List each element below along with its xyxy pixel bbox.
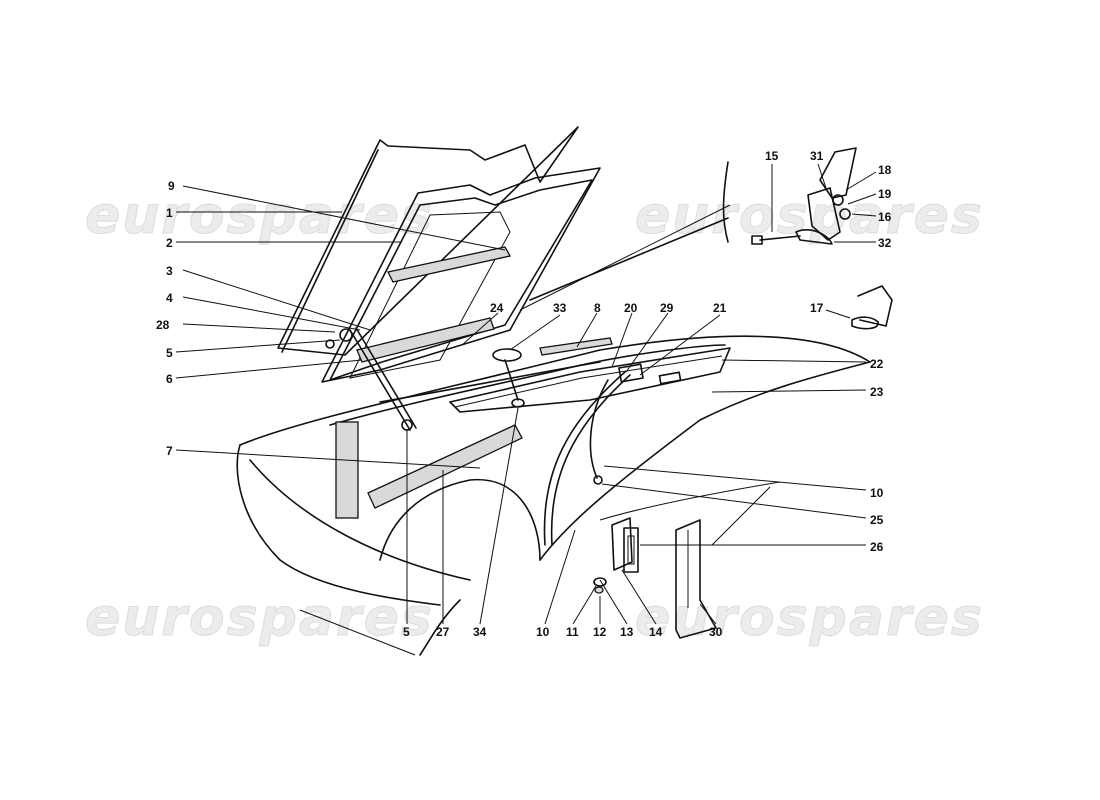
- callout-24: 24: [490, 301, 504, 315]
- callout-20: 20: [624, 301, 638, 315]
- lid-strut: [325, 327, 417, 431]
- callout-labels: 9 1 2 3 4 28 5 6 7 24 33 8 20 29 21 22 2…: [156, 149, 892, 639]
- hook-17: [851, 285, 893, 330]
- bracket-30: [675, 519, 717, 639]
- callout-12: 12: [593, 625, 607, 639]
- callout-16: 16: [878, 210, 892, 224]
- callout-18: 18: [878, 163, 892, 177]
- callout-4: 4: [166, 291, 173, 305]
- leader-lines: [175, 163, 877, 625]
- callout-8: 8: [594, 301, 601, 315]
- bay-frame: [449, 337, 731, 413]
- callout-2: 2: [166, 236, 173, 250]
- callout-11: 11: [566, 625, 579, 639]
- callout-32: 32: [878, 236, 892, 250]
- callout-3: 3: [166, 264, 173, 278]
- callout-17: 17: [810, 301, 824, 315]
- watermark-group: eurospares eurospares eurospares eurospa…: [85, 186, 984, 649]
- hinge-detail: [519, 147, 857, 311]
- latch-assembly: [593, 517, 717, 639]
- callout-5-upper: 5: [166, 346, 173, 360]
- lid-seal-lower: [356, 317, 495, 363]
- callout-28: 28: [156, 318, 170, 332]
- callout-1: 1: [166, 206, 173, 220]
- watermark-bottom-right: eurospares: [635, 588, 984, 648]
- foam-strips: [335, 421, 523, 519]
- callout-21: 21: [713, 301, 727, 315]
- callout-26: 26: [870, 540, 884, 554]
- callout-10-bottom: 10: [536, 625, 550, 639]
- car-body: [236, 335, 871, 656]
- callout-23: 23: [870, 385, 884, 399]
- watermark-bottom-left: eurospares: [85, 588, 434, 648]
- callout-9: 9: [168, 179, 175, 193]
- callout-25: 25: [870, 513, 884, 527]
- watermark-top-left: eurospares: [85, 186, 434, 246]
- callout-13: 13: [620, 625, 634, 639]
- callout-27: 27: [436, 625, 450, 639]
- release-cable: [543, 371, 631, 546]
- callout-22: 22: [870, 357, 884, 371]
- callout-34: 34: [473, 625, 487, 639]
- callout-19: 19: [878, 187, 892, 201]
- callout-5-lower: 5: [403, 625, 410, 639]
- callout-15: 15: [765, 149, 779, 163]
- callout-7: 7: [166, 444, 173, 458]
- foam-strip-7: [335, 421, 359, 519]
- callout-31: 31: [810, 149, 824, 163]
- callout-10-right: 10: [870, 486, 884, 500]
- callout-29: 29: [660, 301, 674, 315]
- callout-30: 30: [709, 625, 723, 639]
- lid-seal-upper: [387, 246, 511, 283]
- callout-14: 14: [649, 625, 663, 639]
- prop-rod: [492, 348, 525, 408]
- seal-8: [539, 337, 613, 356]
- foam-strip-27: [367, 424, 523, 509]
- callout-6: 6: [166, 372, 173, 386]
- callout-33: 33: [553, 301, 567, 315]
